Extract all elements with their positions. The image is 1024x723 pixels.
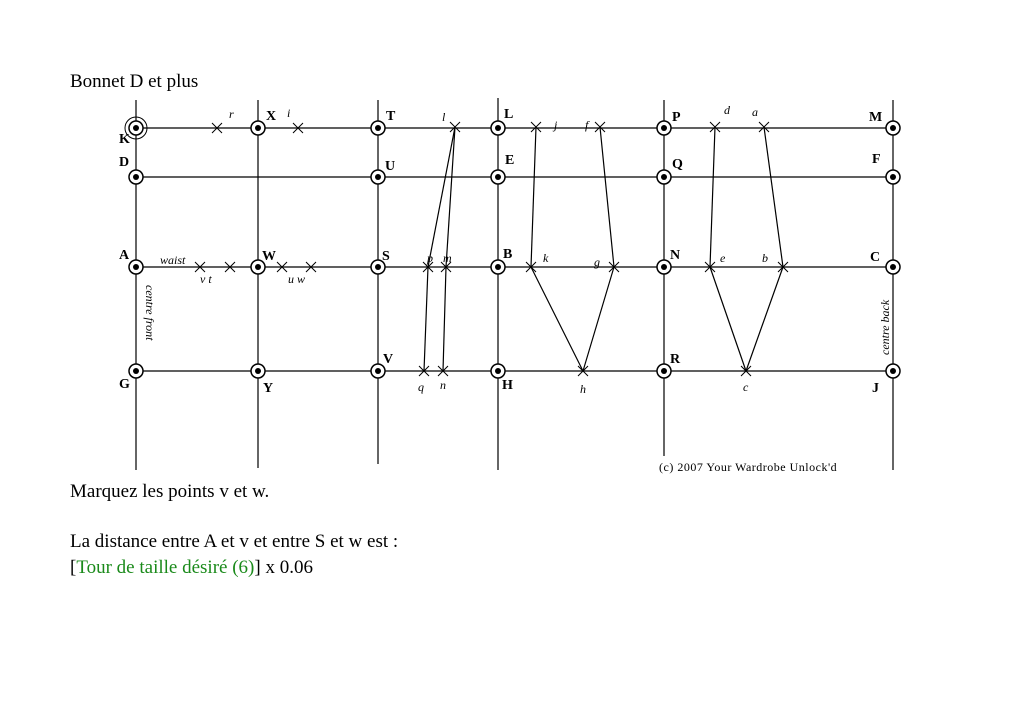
label-a-small: a: [752, 105, 758, 119]
label-f-small: f: [585, 118, 590, 132]
label-l-small: l: [442, 110, 446, 124]
label-k-small: k: [543, 251, 549, 265]
label-c: C: [870, 250, 880, 265]
label-f: F: [872, 152, 881, 167]
label-j-small: j: [552, 118, 558, 132]
label-h: H: [502, 378, 513, 393]
label-p: P: [672, 110, 681, 125]
label-n-small: n: [440, 378, 446, 392]
label-t: T: [386, 109, 396, 124]
centre-front-label: centre front: [143, 285, 157, 341]
formula-line: [Tour de taille désiré (6)] x 0.06: [70, 556, 313, 580]
label-l: L: [504, 107, 513, 122]
label-n: N: [670, 248, 680, 263]
label-i-small: i: [287, 106, 290, 120]
label-w: W: [262, 249, 276, 264]
label-vt: v t: [200, 272, 212, 286]
copyright-text: (c) 2007 Your Wardrobe Unlock'd: [659, 460, 837, 474]
label-a: A: [119, 248, 130, 263]
bracket-open: [: [70, 557, 77, 578]
label-m: M: [869, 110, 882, 125]
label-j: J: [872, 381, 879, 396]
label-r-small: r: [229, 107, 234, 121]
label-p-small: p: [426, 251, 433, 265]
label-x: X: [266, 109, 276, 124]
page-title: Bonnet D et plus: [70, 71, 199, 92]
label-q: Q: [672, 157, 683, 172]
instruction-text: Marquez les points v et w.: [70, 481, 270, 502]
label-b-small: b: [762, 251, 768, 265]
label-y: Y: [263, 381, 273, 396]
cross-marks: [194, 121, 789, 377]
label-d-small: d: [724, 103, 731, 117]
grid-points: [124, 116, 901, 379]
label-c-small: c: [743, 380, 749, 394]
label-g-small: g: [594, 255, 600, 269]
grid-lines: [135, 98, 894, 470]
small-labels: r i l j f d a waist v t u w p m k g e b …: [160, 103, 768, 396]
label-e-small: e: [720, 251, 726, 265]
label-m-small: m: [443, 251, 452, 265]
formula-rest: ] x 0.06: [254, 557, 313, 578]
label-k: K: [119, 132, 130, 147]
waist-measure-link[interactable]: Tour de taille désiré (6): [76, 557, 255, 578]
centre-back-label: centre back: [878, 299, 892, 355]
label-r: R: [670, 352, 681, 367]
label-g: G: [119, 377, 130, 392]
label-v: V: [383, 352, 393, 367]
distance-text: La distance entre A et v et entre S et w…: [70, 531, 399, 552]
label-d: D: [119, 155, 129, 170]
label-b: B: [503, 247, 512, 262]
label-e: E: [505, 153, 514, 168]
label-uw: u w: [288, 272, 305, 286]
label-waist: waist: [160, 253, 186, 267]
label-h-small: h: [580, 382, 586, 396]
label-s: S: [382, 249, 390, 264]
label-q-small: q: [418, 380, 424, 394]
grid-labels: K X T L P M D U E Q F A W S B N C G Y V …: [119, 107, 882, 396]
label-u: U: [385, 159, 395, 174]
